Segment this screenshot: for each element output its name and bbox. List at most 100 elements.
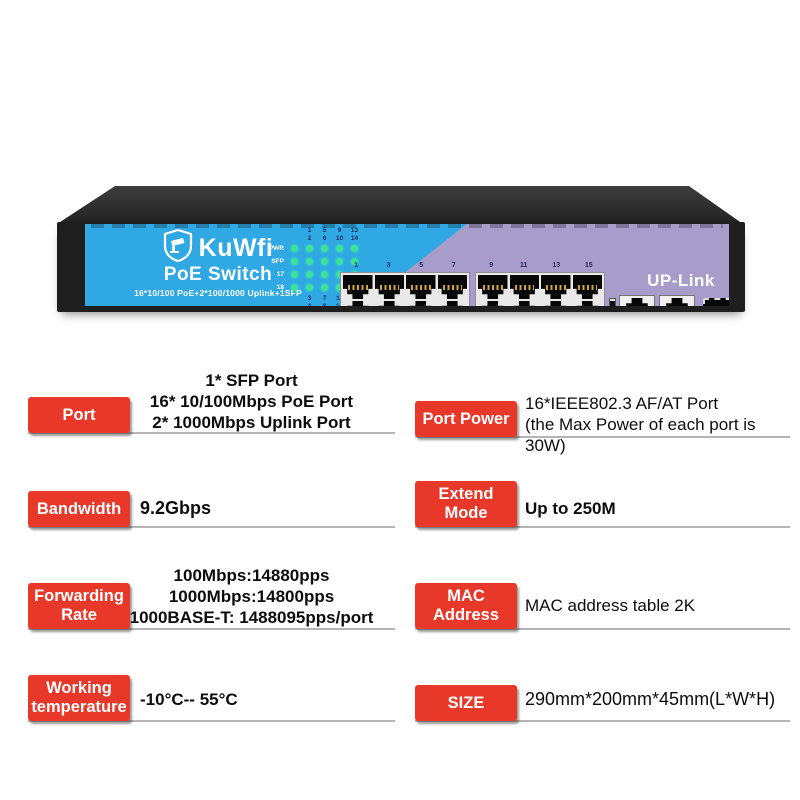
spec-value-bandwidth: 9.2Gbps [140,497,212,518]
chassis-body: KuWfi PoE Switch 16*10/100 PoE+2*100/100… [57,222,745,312]
rj45-port [343,301,373,306]
rj45-port [541,301,571,306]
led-dot [306,284,313,291]
front-panel: KuWfi PoE Switch 16*10/100 PoE+2*100/100… [85,224,729,306]
spec-value-working-temperature: -10°C-- 55°C [140,689,238,709]
led-number: 14 [350,234,359,242]
spec-value-forwarding-rate: 100Mbps:14880pps 1000Mbps:14800pps 1000B… [129,566,374,627]
led-number: 2 [307,234,312,242]
led-row-label: 18 [276,284,284,291]
rj45-port [572,275,602,299]
brand-block: KuWfi PoE Switch 16*10/100 PoE+2*100/100… [99,228,337,298]
product-subtitle: 16*10/100 PoE+2*100/1000 Uplink+1SFP [134,288,302,298]
led-dot [306,258,313,265]
led-dot [306,271,313,278]
led-number: 11 [332,295,347,302]
led-dot [336,284,343,291]
port-number: 5 [419,262,424,269]
rj45-port [374,301,404,306]
led-number: 7 [322,294,327,302]
rj45-port-group-1: 13572468 [340,262,470,306]
led-number: 10 [335,234,344,242]
led-row-label: SFP [271,258,284,265]
uplink-port-17: 17-GUP [619,295,655,306]
spec-label-port: Port [28,397,130,433]
led-number: 1 [307,226,312,234]
led-number: 4 [307,302,312,307]
led-dot [336,245,343,252]
spec-row-port: Port 1* SFP Port 16* 10/100Mbps PoE Port… [28,370,395,434]
rj45-port [406,301,436,306]
rj45-port [437,275,467,299]
chassis-top-lip [57,186,743,224]
led-number: 9 [337,226,342,234]
led-dot [321,245,328,252]
led-row-label: 17 [276,271,284,278]
port-number: 13 [552,262,561,269]
led-dot [321,271,328,278]
rj45-port [572,301,602,306]
port-number: 3 [386,262,391,269]
led-dot [351,258,358,265]
uplink-port-sfp: G-SFP [703,298,729,306]
led-row-label: PWR [268,245,284,252]
port-number-row: 9 11 13 15 [475,262,605,272]
spec-label-working-temperature: Working temperature [28,675,130,721]
led-number: 13 [350,226,359,234]
rj45-port [509,301,539,306]
poe-switch-device: KuWfi PoE Switch 16*10/100 PoE+2*100/100… [57,186,747,326]
led-number: 5 [322,226,327,234]
rj45-port [343,275,373,299]
spec-label-port-power: Port Power [415,401,517,437]
rj45-port [406,275,436,299]
vent-slots [91,224,723,228]
led-indicator-matrix: 15913261014PWRSFP1718371115481216 [263,226,363,307]
led-dot [306,245,313,252]
sfp-slot [703,298,729,306]
product-name: PoE Switch [163,264,273,285]
rj45-port [478,301,508,306]
led-row-pwr: PWR [263,242,363,255]
brand-name: KuWfi [198,233,274,262]
port-number: 7 [451,262,456,269]
spec-row-size: SIZE 290mm*200mm*45mm(L*W*H) [415,678,790,722]
spec-value-mac-address: MAC address table 2K [525,596,696,615]
led-dot [336,258,343,265]
led-number: 12 [332,303,347,307]
spec-label-bandwidth: Bandwidth [28,491,130,527]
spec-value-extend-mode: Up to 250M [525,498,616,518]
led-number: 8 [322,302,327,307]
mode-switch [609,298,616,306]
port-number-row: 1 3 5 7 [340,262,470,272]
port-bezel [340,272,470,306]
spec-row-forwarding-rate: Forwarding Rate 100Mbps:14880pps 1000Mbp… [28,565,395,630]
spec-row-mac-address: MAC Address MAC address table 2K [415,583,790,630]
led-number: 6 [322,234,327,242]
led-dot [321,258,328,265]
port-number: 15 [584,262,593,269]
led-dot [321,284,328,291]
port-number: 1 [354,262,359,269]
spec-label-forwarding-rate: Forwarding Rate [28,583,130,629]
led-dot [351,245,358,252]
rj45-jack [662,298,692,306]
spec-label-size: SIZE [415,685,517,721]
spec-value-port-power: 16*IEEE802.3 AF/AT Port (the Max Power o… [525,394,756,455]
led-dot [291,271,298,278]
port-number: 11 [520,262,528,269]
port-number: 9 [489,262,494,269]
uplink-port-18: 18-GUP [659,295,695,306]
rj45-port [478,275,508,299]
led-dot [291,245,298,252]
spec-row-extend-mode: Extend Mode Up to 250M [415,481,790,528]
led-dot [291,284,298,291]
led-dot [291,258,298,265]
led-number-row: 2 6 10 14 [263,234,363,242]
led-dot [336,271,343,278]
rj45-port [437,301,467,306]
port-bezel [475,272,605,306]
spec-row-working-temperature: Working temperature -10°C-- 55°C [28,675,395,722]
spec-value-port: 1* SFP Port 16* 10/100Mbps PoE Port 2* 1… [149,371,354,432]
rj45-port [541,275,571,299]
led-row-sfp: SFP [263,255,363,268]
